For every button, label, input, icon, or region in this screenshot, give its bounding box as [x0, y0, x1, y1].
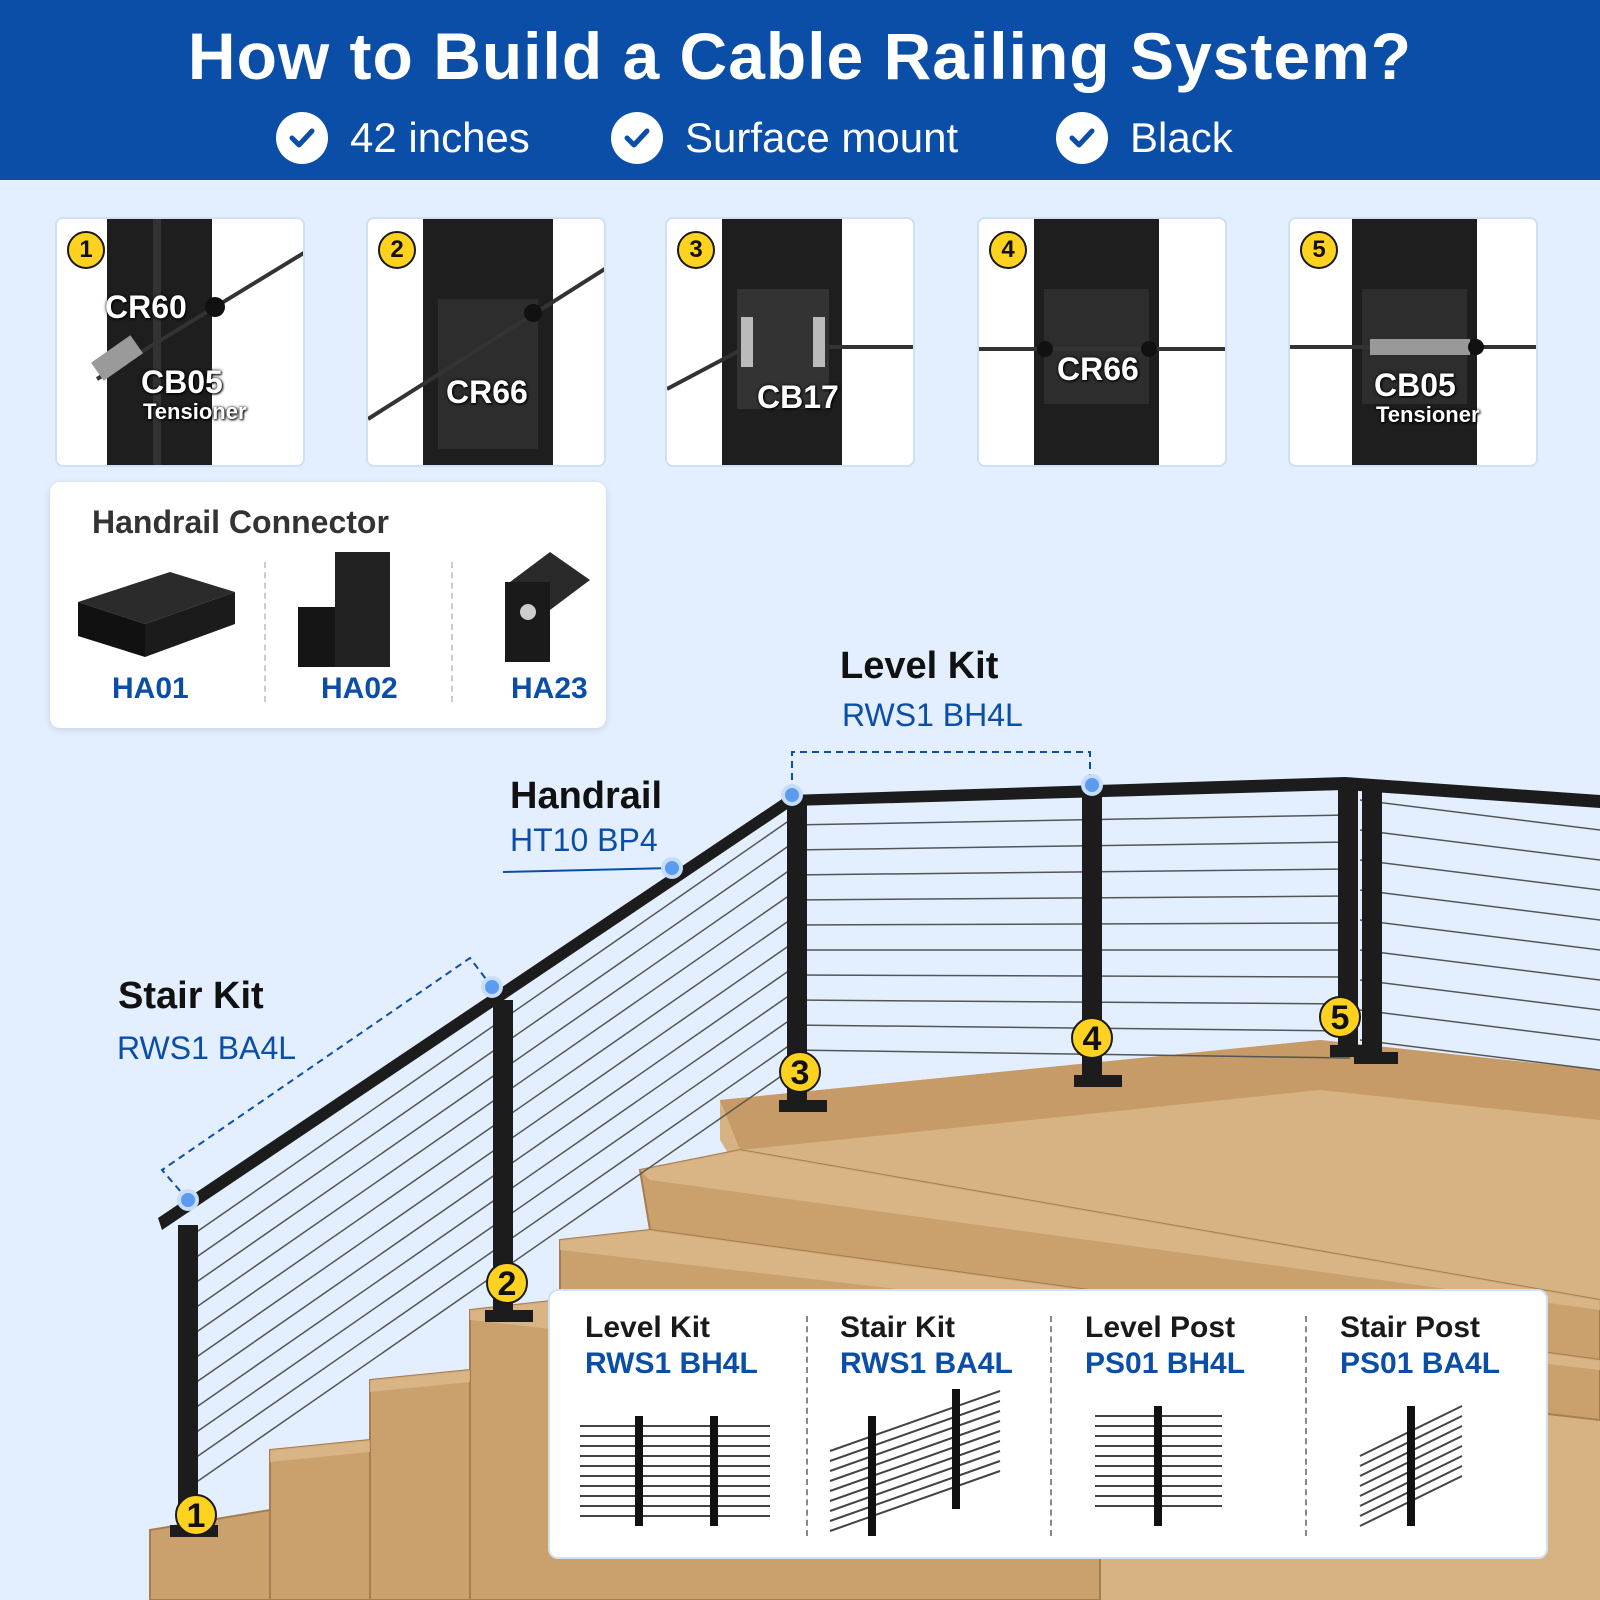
- step-card-1: 1 CR60 CB05 Tensioner: [55, 217, 305, 467]
- svg-text:3: 3: [791, 1054, 810, 1092]
- part-label: CB05: [141, 364, 223, 400]
- product-title: Stair Post: [1340, 1311, 1481, 1344]
- feature-color: Black: [1056, 110, 1233, 166]
- product-options-card: Level Kit RWS1 BH4L Stair Kit RWS1 BA4L …: [548, 1289, 1548, 1559]
- part-sub-label: Tensioner: [1376, 402, 1480, 427]
- step-number: 2: [378, 231, 416, 269]
- post-marker-5: 5: [1319, 996, 1361, 1038]
- handrail-connector-card: Handrail Connector HA01 HA02 HA23: [50, 482, 606, 728]
- handrail-bar: [158, 777, 1600, 1230]
- checkmark-icon: [611, 112, 663, 164]
- level-cables: [789, 799, 1600, 1071]
- stair-kit-callout-title: Stair Kit: [118, 975, 264, 1017]
- post-detail-image: [91, 219, 303, 465]
- svg-text:1: 1: [187, 1497, 206, 1535]
- post-detail-image: [368, 219, 604, 465]
- post-marker-2: 2: [486, 1262, 528, 1304]
- part-label: CR66: [1057, 351, 1139, 387]
- post-marker-1: 1: [175, 1494, 217, 1536]
- product-title: Stair Kit: [840, 1311, 956, 1344]
- feature-label: 42 inches: [350, 114, 530, 161]
- handrail-connector-title: Handrail Connector: [92, 504, 389, 540]
- connector-code: HA02: [321, 672, 398, 705]
- checkmark-icon: [276, 112, 328, 164]
- connector-images: [78, 552, 590, 667]
- product-title: Level Post: [1085, 1311, 1236, 1344]
- post-marker-4: 4: [1071, 1017, 1113, 1059]
- stair-cables: [184, 819, 791, 1491]
- product-code: PS01 BA4L: [1340, 1347, 1501, 1380]
- step-card-3: 3 CB17: [665, 217, 915, 467]
- level-kit-callout-code: RWS1 BH4L: [842, 697, 1023, 733]
- handrail-callout-title: Handrail: [510, 775, 663, 817]
- post-detail-image: [979, 219, 1225, 465]
- step-number: 3: [677, 231, 715, 269]
- post-marker-3: 3: [779, 1051, 821, 1093]
- feature-label: Black: [1130, 114, 1233, 161]
- svg-text:4: 4: [1083, 1020, 1102, 1058]
- part-label: CR60: [105, 289, 187, 325]
- part-label: CB05: [1374, 367, 1456, 403]
- header-banner: How to Build a Cable Railing System? 42 …: [0, 0, 1600, 180]
- svg-text:5: 5: [1331, 999, 1350, 1037]
- step-card-5: 5 CB05 Tensioner: [1288, 217, 1538, 467]
- product-code: RWS1 BH4L: [585, 1347, 758, 1380]
- product-code: RWS1 BA4L: [840, 1347, 1013, 1380]
- connector-code: HA01: [112, 672, 189, 705]
- svg-text:2: 2: [498, 1265, 517, 1303]
- part-sub-label: Tensioner: [143, 399, 247, 424]
- handrail-callout-code: HT10 BP4: [510, 822, 658, 858]
- stair-kit-callout-code: RWS1 BA4L: [117, 1030, 297, 1066]
- step-card-2: 2 CR66: [366, 217, 606, 467]
- level-kit-callout-title: Level Kit: [840, 645, 999, 687]
- feature-height: 42 inches: [276, 110, 530, 166]
- product-illustrations: [580, 1389, 1463, 1536]
- post-detail-image: [1290, 219, 1536, 465]
- step-number: 1: [67, 231, 105, 269]
- post-detail-image: [667, 219, 913, 465]
- product-code: PS01 BH4L: [1085, 1347, 1246, 1380]
- feature-label: Surface mount: [685, 114, 959, 161]
- step-card-4: 4 CR66: [977, 217, 1227, 467]
- part-label: CB17: [757, 379, 839, 415]
- part-label: CR66: [446, 374, 528, 410]
- product-title: Level Kit: [585, 1311, 711, 1344]
- feature-mount: Surface mount: [611, 110, 958, 166]
- checkmark-icon: [1056, 112, 1108, 164]
- connector-code: HA23: [511, 672, 588, 705]
- posts: [170, 790, 1398, 1537]
- page-title: How to Build a Cable Railing System?: [187, 19, 1413, 93]
- step-number: 4: [989, 231, 1027, 269]
- step-number: 5: [1300, 231, 1338, 269]
